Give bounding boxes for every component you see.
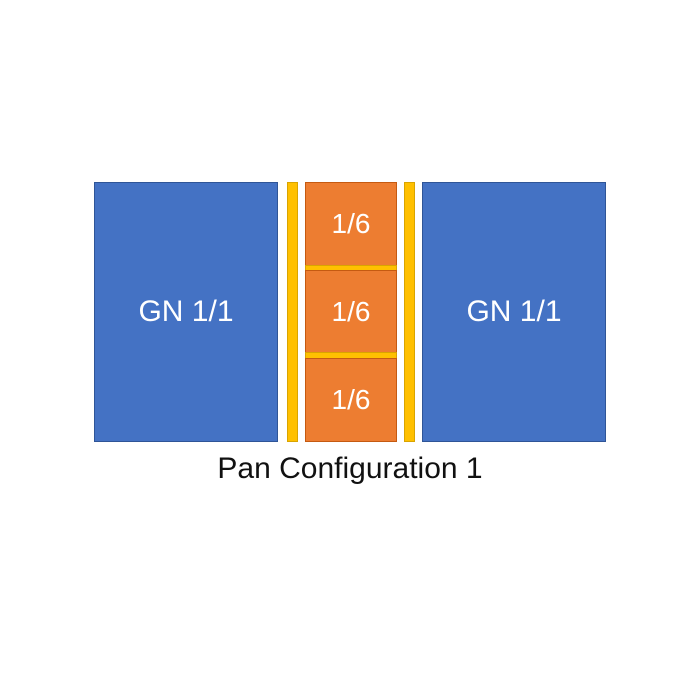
sixth-pan-middle-label: 1/6 xyxy=(331,296,371,327)
gn-full-pan-right-label: GN 1/1 xyxy=(466,295,562,328)
sixth-pan-bottom: 1/6 xyxy=(305,358,397,442)
diagram-caption: Pan Configuration 1 xyxy=(217,452,483,485)
gn-full-pan-left-label: GN 1/1 xyxy=(138,295,234,328)
gn-full-pan-left: GN 1/1 xyxy=(94,182,278,442)
sixth-pan-bottom-label: 1/6 xyxy=(331,384,371,415)
sixth-pan-column: 1/6 1/6 1/6 xyxy=(305,182,397,442)
sixth-pan-top-label: 1/6 xyxy=(331,208,371,239)
divider-bar-right xyxy=(404,182,415,442)
sixth-pan-top: 1/6 xyxy=(305,182,397,266)
sixth-pan-middle: 1/6 xyxy=(305,270,397,354)
gn-full-pan-right: GN 1/1 xyxy=(422,182,606,442)
divider-bar-left xyxy=(287,182,298,442)
